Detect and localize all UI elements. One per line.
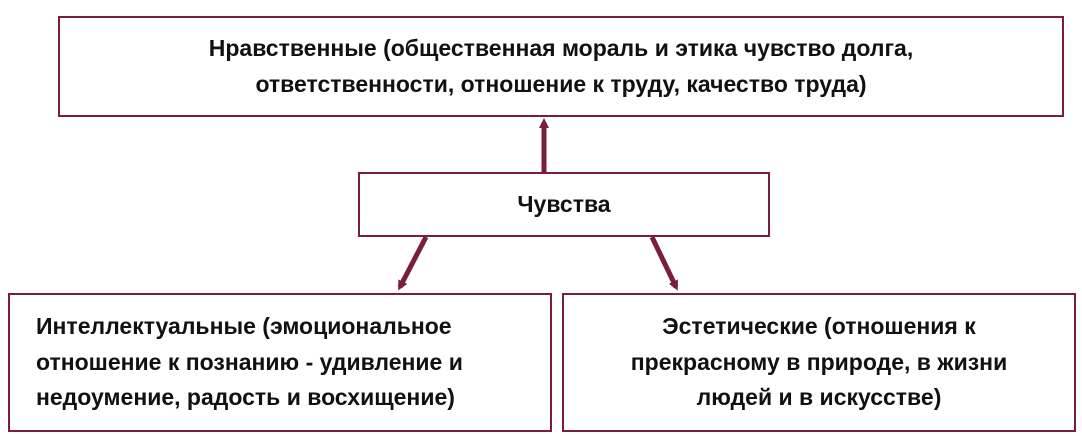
moral-feelings-line-1: Нравственные (общественная мораль и этик…: [208, 34, 914, 61]
moral-feelings-box: Нравственные (общественная мораль и этик…: [58, 16, 1064, 117]
aesthetic-feelings-box: Эстетические (отношения к прекрасному в …: [562, 293, 1076, 432]
aesthetic-feelings-line-3: людей и в искусстве): [696, 384, 942, 411]
moral-feelings-line-2: ответственности, отношение к труду, каче…: [255, 70, 867, 97]
aesthetic-feelings-line-2: прекрасному в природе, в жизни: [630, 348, 1008, 375]
aesthetic-feelings-line-1: Эстетические (отношения к: [662, 313, 976, 340]
feelings-center-label: Чувства: [517, 190, 611, 217]
intellectual-feelings-line-3: недоумение, радость и восхищение): [36, 384, 455, 411]
intellectual-feelings-line-2: отношение к познанию - удивление и: [36, 348, 463, 375]
intellectual-feelings-line-1: Интеллектуальные (эмоциональное: [36, 313, 452, 340]
feelings-center-box: Чувства: [358, 172, 770, 237]
arrow-to-aesthetic: [649, 235, 679, 291]
intellectual-feelings-box: Интеллектуальные (эмоциональное отношени…: [8, 293, 552, 432]
arrow-to-intellect: [397, 235, 429, 291]
